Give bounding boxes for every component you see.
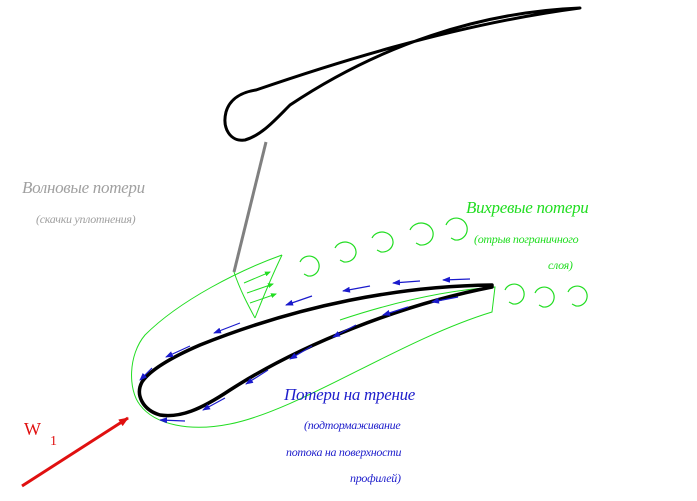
vortex-loss-note-1: (отрыв пограничного [474, 232, 579, 246]
friction-note-3: профилей) [350, 471, 401, 485]
wave-loss-note: (скачки уплотнения) [36, 212, 136, 226]
inlet-velocity-arrow [21, 416, 129, 488]
friction-note-2: потока на поверхности [286, 445, 402, 459]
vortex-loss-label: Вихревые потери [466, 198, 589, 217]
wave-loss-label: Волновые потери [22, 178, 145, 197]
velocity-subscript: 1 [50, 434, 57, 449]
separation-arrows [243, 271, 277, 304]
upper-blade-profile [223, 6, 582, 142]
lower-blade-profile [137, 283, 494, 418]
velocity-symbol: W [24, 419, 41, 439]
friction-flow-arrows [139, 276, 471, 424]
vortex-loss-note-2: слоя) [548, 258, 573, 272]
vortex-row-wake [504, 283, 588, 308]
friction-loss-label: Потери на трение [284, 385, 416, 404]
friction-note-1: (подтормаживание [304, 418, 401, 432]
shock-wave-line [232, 141, 268, 273]
vortex-row-upper [299, 217, 468, 277]
